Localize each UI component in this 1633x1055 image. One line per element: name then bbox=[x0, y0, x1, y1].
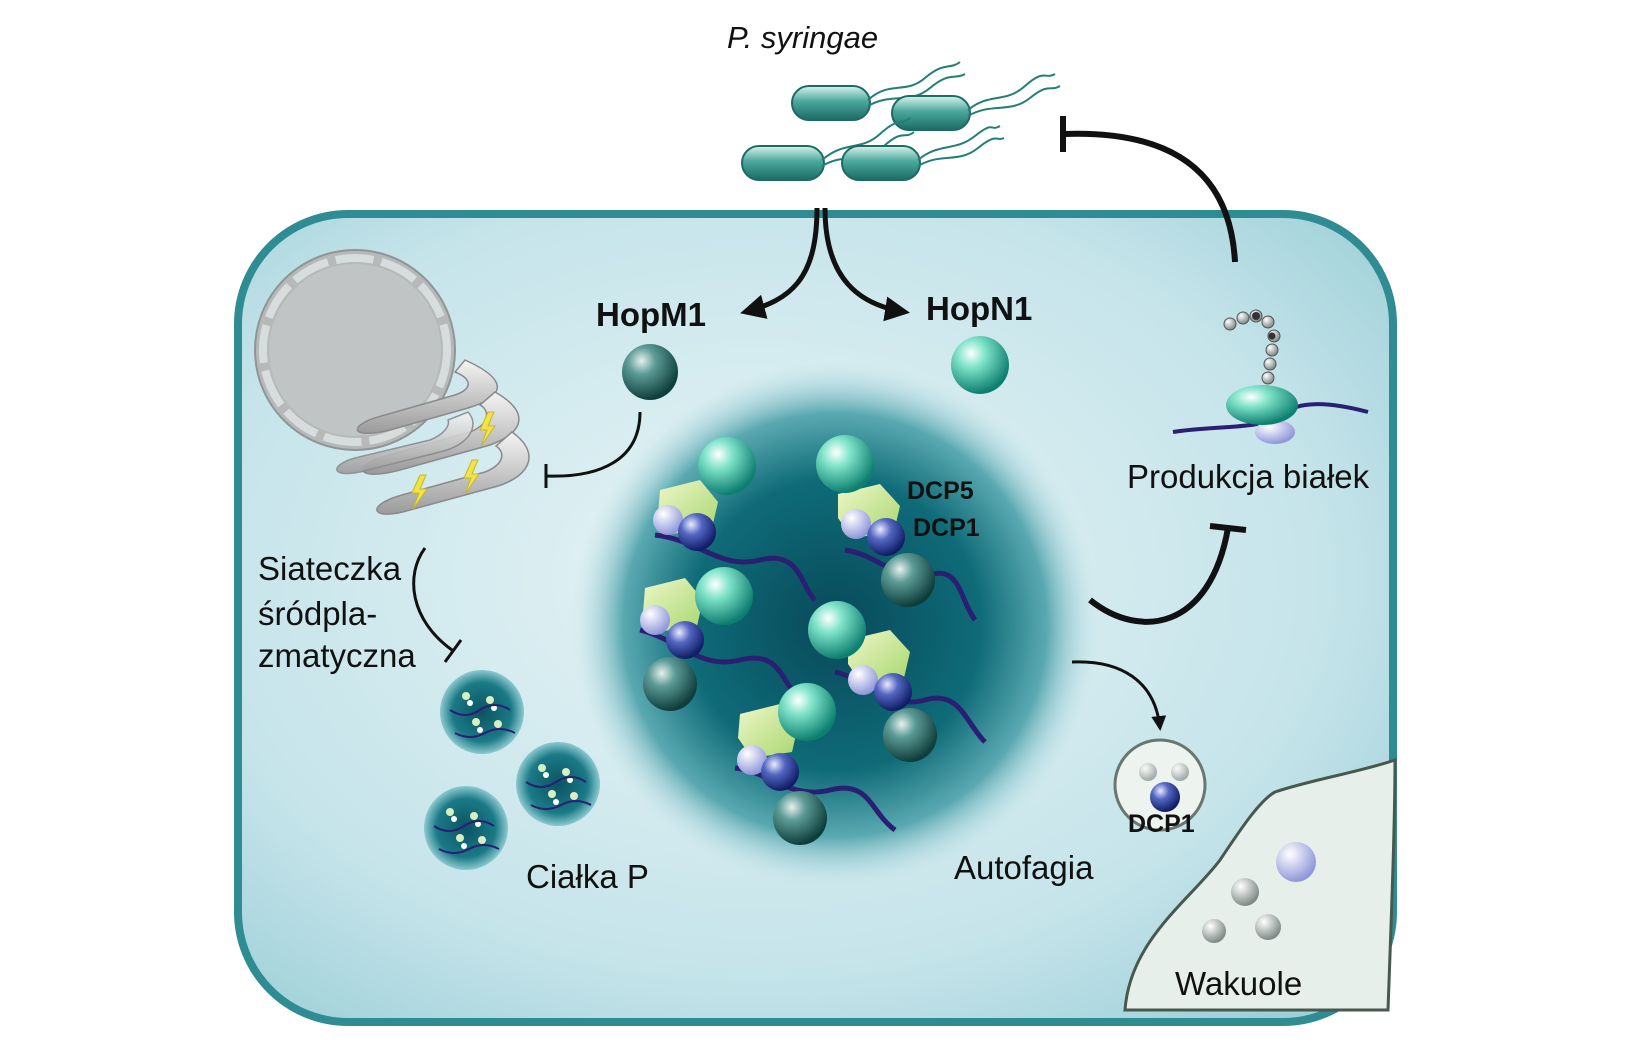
decapping-complex bbox=[639, 567, 802, 711]
bacterium-icon bbox=[891, 73, 1061, 131]
decapping-complex bbox=[808, 601, 987, 762]
granule-inhibition bbox=[1088, 523, 1247, 625]
effector-arrows bbox=[740, 207, 910, 322]
hopm1-inhibition bbox=[544, 411, 642, 488]
er-label-line3: zmatyczna bbox=[258, 637, 416, 674]
dcp1-vesicle-label: DCP1 bbox=[1128, 810, 1195, 838]
p-bodies-label: Ciałka P bbox=[526, 858, 649, 895]
vacuole bbox=[1123, 757, 1397, 1012]
p-body bbox=[440, 670, 524, 754]
vacuole-contents bbox=[1202, 842, 1316, 943]
er-label-line2: śródpla- bbox=[258, 595, 378, 632]
bacterium-icon bbox=[841, 125, 1005, 181]
p-body bbox=[424, 786, 508, 870]
dcp1-label: DCP1 bbox=[913, 514, 980, 542]
bacterium-icon bbox=[791, 61, 966, 121]
hopm1-sphere bbox=[622, 344, 678, 400]
decapping-complex bbox=[734, 683, 897, 845]
feedback-inhibition bbox=[1060, 116, 1238, 263]
ribosome-icon bbox=[1172, 309, 1369, 444]
p-bodies bbox=[424, 670, 600, 870]
autophagosome bbox=[1113, 738, 1207, 832]
autophagy-arrow bbox=[1071, 660, 1167, 731]
er-label-line1: Siateczka bbox=[258, 550, 402, 587]
lightning-icon bbox=[411, 411, 496, 510]
nucleus-icon bbox=[254, 249, 456, 451]
bacteria-group bbox=[741, 61, 1061, 181]
dcp5-label: DCP5 bbox=[907, 477, 974, 505]
pathogen-label: P. syringae bbox=[727, 20, 879, 55]
er-inhibition bbox=[412, 547, 463, 663]
autophagy-label: Autofagia bbox=[954, 849, 1094, 886]
hopn1-sphere bbox=[951, 336, 1009, 394]
hopm1-label: HopM1 bbox=[596, 296, 706, 333]
protein-production-label: Produkcja białek bbox=[1127, 458, 1370, 495]
p-body bbox=[516, 742, 600, 826]
granule-complexes bbox=[639, 435, 987, 845]
vacuole-label: Wakuole bbox=[1175, 965, 1303, 1002]
hopn1-label: HopN1 bbox=[926, 290, 1033, 327]
decapping-complex bbox=[653, 437, 817, 602]
decapping-complex bbox=[816, 435, 978, 622]
